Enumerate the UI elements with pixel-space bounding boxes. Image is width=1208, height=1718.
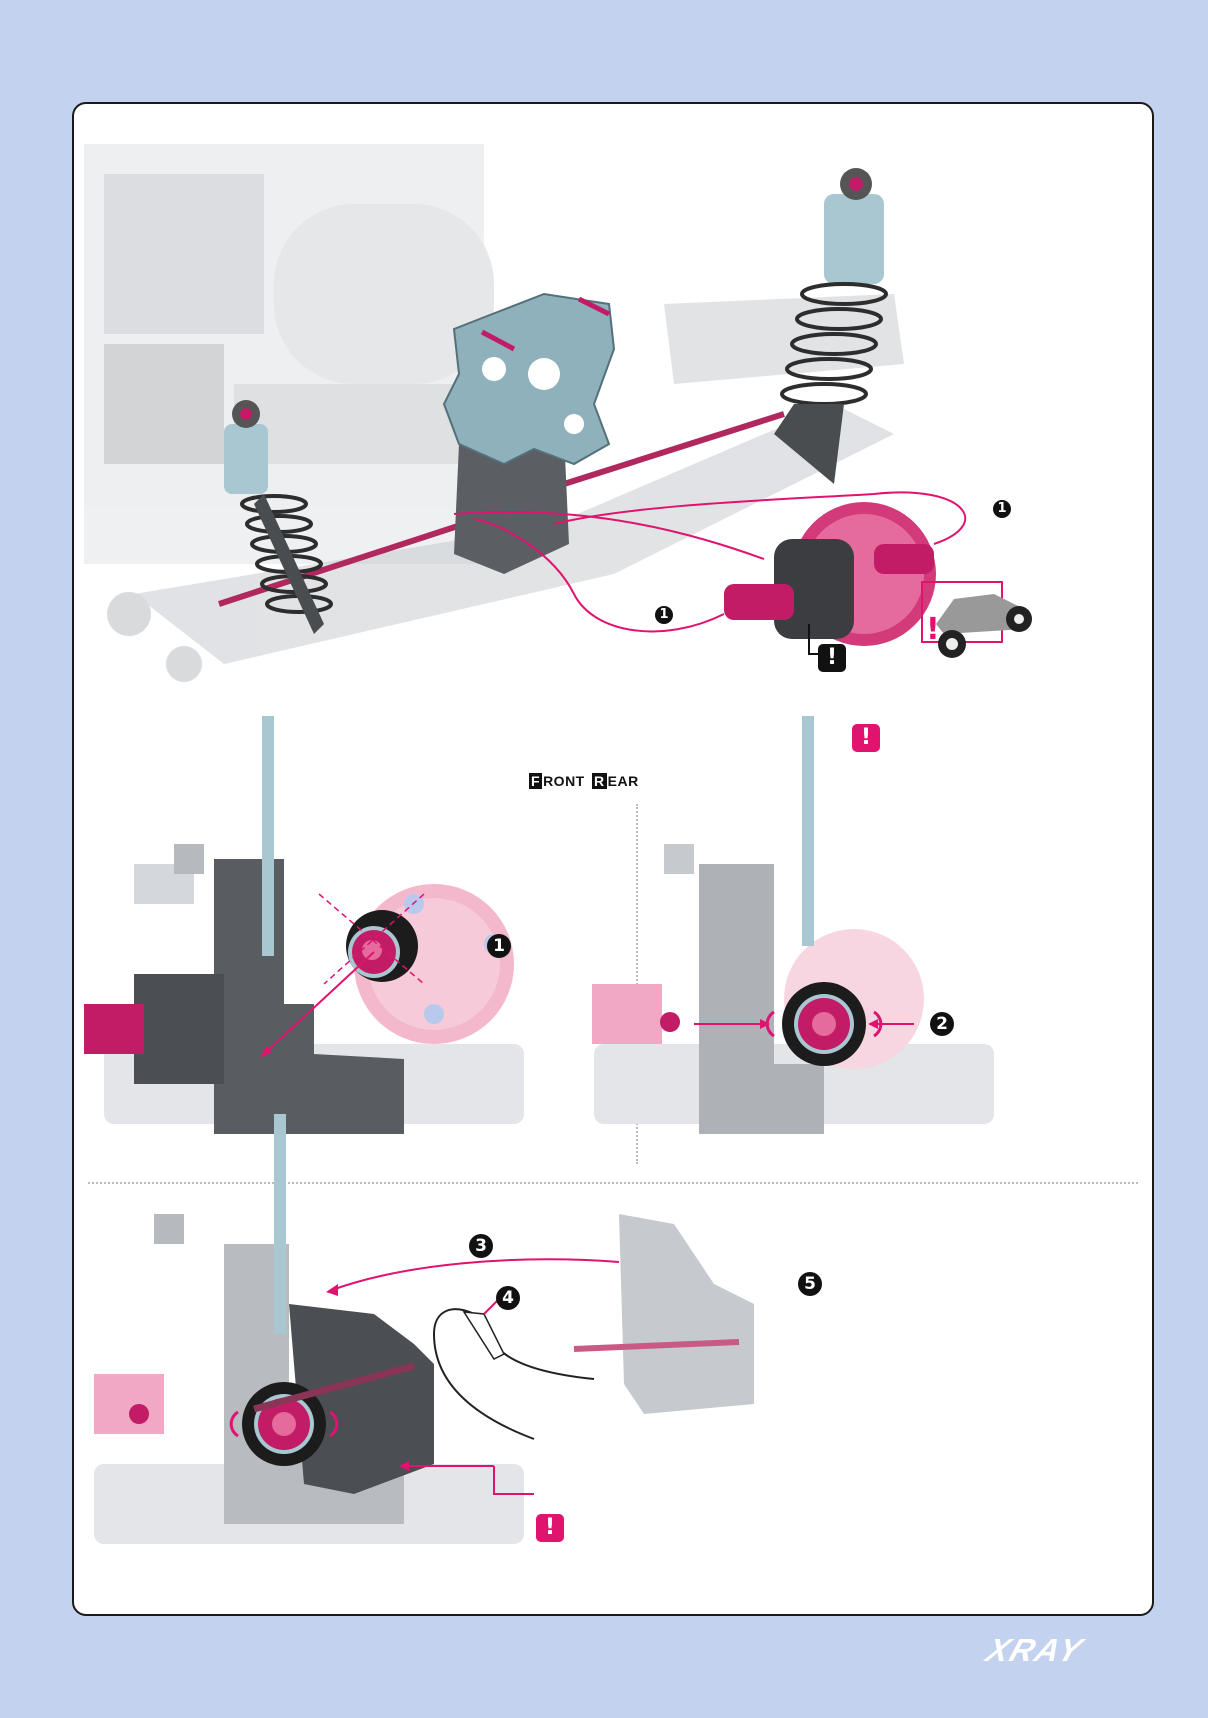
- step-number-icon-1a: 1: [993, 500, 1011, 518]
- xray-logo: XRAY: [944, 1632, 1126, 1669]
- top-assembly-illustration: [74, 104, 1152, 704]
- legend-front-initial: F: [529, 773, 542, 789]
- legend-front-label: RONT: [543, 773, 585, 789]
- warning-icon-middle: !: [852, 724, 880, 752]
- warning-icon-car: !: [926, 612, 940, 647]
- legend-rear-initial: R: [592, 773, 607, 789]
- legend-rear-label: EAR: [608, 773, 639, 789]
- step-number-icon-3: 3: [469, 1234, 493, 1258]
- step-number-icon-4: 4: [496, 1286, 520, 1310]
- vertical-divider: [636, 804, 638, 1164]
- warning-icon-top: !: [818, 644, 846, 672]
- step-number-icon-1: 1: [487, 934, 511, 958]
- warning-icon-bottom: !: [536, 1514, 564, 1542]
- step-number-icon-5: 5: [798, 1272, 822, 1296]
- step-number-icon-1b: 1: [655, 606, 673, 624]
- step-number-icon-2: 2: [930, 1012, 954, 1036]
- horizontal-divider: [88, 1182, 1138, 1184]
